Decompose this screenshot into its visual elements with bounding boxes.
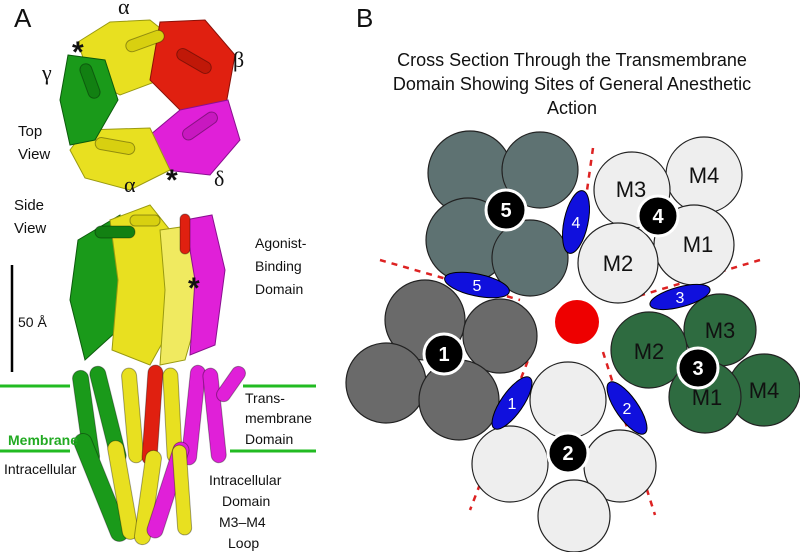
side-view-extracellular xyxy=(69,204,226,366)
helix-label-m2-subunit4: M2 xyxy=(603,251,634,276)
delta-extracellular xyxy=(184,214,226,356)
side-view-label-line1: Side xyxy=(14,197,44,214)
top-helix xyxy=(79,63,101,99)
helix-label-m4-subunit3: M4 xyxy=(749,378,780,403)
helix-label-m2-subunit3: M2 xyxy=(634,339,665,364)
top-helix xyxy=(182,111,218,141)
site-ellipse xyxy=(491,376,533,430)
asterisk-marker: * xyxy=(188,272,200,305)
site-label-1: 1 xyxy=(508,396,517,413)
panel-a: A α β γ α δ * * Top View Side View xyxy=(0,0,316,551)
panel-b-title-line3: Action xyxy=(547,98,597,118)
side-helix xyxy=(129,214,161,227)
helix-label-m1-subunit4: M1 xyxy=(683,232,714,257)
top-helix xyxy=(125,29,165,53)
helix-label-m4-subunit4: M4 xyxy=(689,163,720,188)
transmembrane-label-line1: Trans- xyxy=(245,390,285,406)
panel-a-label: A xyxy=(14,3,32,33)
subunit-badges xyxy=(422,188,720,475)
site-label-4: 4 xyxy=(572,215,581,232)
helix-label-m3-subunit3: M3 xyxy=(705,318,736,343)
subunit-badge xyxy=(422,332,466,376)
intracellular-domain-label-line3: M3–M4 xyxy=(219,514,266,530)
top-helix xyxy=(94,137,136,155)
helix-circle xyxy=(537,479,611,552)
intracellular-domain-label-line1: Intracellular xyxy=(209,472,282,488)
site-ellipse xyxy=(562,190,590,254)
subunit-badge xyxy=(484,188,528,232)
scale-bar-label: 50 Å xyxy=(18,314,47,330)
subunit-badge xyxy=(636,194,680,238)
helix-circle xyxy=(418,359,500,441)
intracellular-domain-label-line2: Domain xyxy=(222,493,270,509)
side-helix xyxy=(94,225,136,239)
tm-helix xyxy=(181,364,206,466)
top-view-label-line1: Top xyxy=(18,123,42,140)
top-helix xyxy=(176,48,212,74)
helix-circle xyxy=(529,361,607,439)
agonist-domain-label-line2: Binding xyxy=(255,258,302,274)
panel-b-label: B xyxy=(356,3,373,33)
subunit-badge xyxy=(546,431,590,475)
alpha-bottom-subunit xyxy=(69,127,171,191)
gamma-label: γ xyxy=(41,60,52,85)
helix-label-m3-subunit4: M3 xyxy=(616,177,647,202)
transmembrane-label-line2: membrane xyxy=(245,410,312,426)
agonist-domain-label-line3: Domain xyxy=(255,281,303,297)
asterisk-marker: * xyxy=(72,36,84,69)
side-view-label-line2: View xyxy=(14,220,46,237)
alpha-bottom-label: α xyxy=(124,172,136,197)
tm-helix xyxy=(216,365,246,403)
membrane-label: Membrane xyxy=(8,432,78,448)
subunit-badge xyxy=(676,346,720,390)
intracellular-helix xyxy=(171,444,193,536)
site-ellipse xyxy=(649,283,711,311)
beta-label: β xyxy=(233,47,244,72)
transmembrane-helices xyxy=(72,364,246,546)
subunit-number-1: 1 xyxy=(438,344,449,366)
tm-helix xyxy=(121,367,144,464)
agonist-domain-label-line1: Agonist- xyxy=(255,235,307,251)
site-label-3: 3 xyxy=(676,290,685,307)
intracellular-domain-label-line4: Loop xyxy=(228,535,259,551)
helix-circle xyxy=(577,222,659,304)
helix-circle xyxy=(501,131,579,209)
alpha-top-label: α xyxy=(118,0,130,19)
top-view-structure xyxy=(59,19,241,191)
helix-circle xyxy=(462,298,538,374)
intracellular-helix xyxy=(107,440,139,540)
asterisk-marker: * xyxy=(166,164,178,197)
gamma-subunit xyxy=(59,54,119,146)
helix-circle xyxy=(345,342,427,424)
subunit-2 xyxy=(471,361,657,552)
transmembrane-label-line3: Domain xyxy=(245,431,293,447)
intracellular-label: Intracellular xyxy=(4,461,77,477)
side-helix xyxy=(179,213,191,255)
helix-label-m1-subunit3: M1 xyxy=(692,385,723,410)
helix-circle xyxy=(471,425,549,503)
intracellular-helix xyxy=(73,432,129,542)
subunit-number-4: 4 xyxy=(652,206,664,228)
tm-helix xyxy=(202,367,227,464)
anesthetic-sites xyxy=(444,190,711,435)
site-ellipse xyxy=(606,381,648,435)
panel-b-title-line1: Cross Section Through the Transmembrane xyxy=(397,50,747,70)
central-pore xyxy=(555,300,599,344)
panel-b-title-line2: Domain Showing Sites of General Anesthet… xyxy=(393,74,751,94)
subunit-number-3: 3 xyxy=(692,358,703,380)
helix-circle xyxy=(491,219,569,297)
intracellular-helix xyxy=(133,449,162,546)
top-view-pore xyxy=(134,91,162,119)
panel-b: B Cross Section Through the Transmembran… xyxy=(345,3,800,552)
site-label-5: 5 xyxy=(473,278,482,295)
site-ellipse xyxy=(444,271,510,299)
top-view-label-line2: View xyxy=(18,146,50,163)
subunit-number-2: 2 xyxy=(562,443,573,465)
subunit-number-5: 5 xyxy=(500,200,511,222)
delta-label: δ xyxy=(214,166,224,191)
site-label-2: 2 xyxy=(623,401,632,418)
